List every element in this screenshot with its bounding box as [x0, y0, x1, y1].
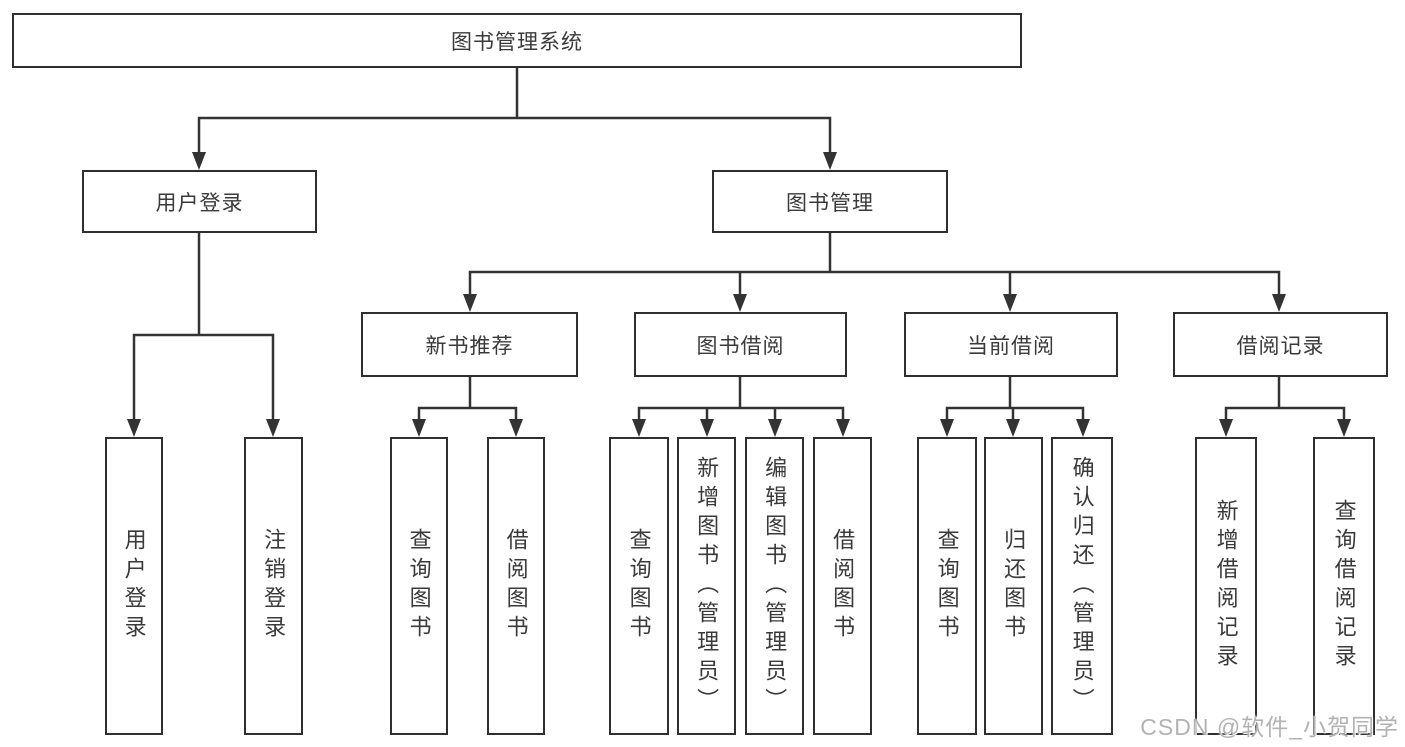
node-root: 图书管理系统 [12, 13, 1022, 68]
leaf-confirm-return-admin-label: 确认归还（管理员） [1069, 455, 1095, 717]
leaf-query-books-borrow: 查询图书 [609, 437, 669, 735]
node-user-login-label: 用户登录 [155, 191, 244, 215]
leaf-borrow-books-recommend: 借阅图书 [487, 437, 545, 735]
node-new-book-recommend: 新书推荐 [361, 312, 578, 377]
leaf-query-books-current-label: 查询图书 [934, 528, 960, 644]
leaf-confirm-return-admin: 确认归还（管理员） [1051, 437, 1113, 735]
leaf-add-book-admin-label: 新增图书（管理员） [694, 455, 720, 717]
leaf-query-books-current: 查询图书 [917, 437, 977, 735]
leaf-user-login: 用户登录 [105, 437, 163, 735]
node-book-borrow: 图书借阅 [634, 312, 847, 377]
node-root-label: 图书管理系统 [451, 30, 583, 54]
leaf-return-book: 归还图书 [984, 437, 1043, 735]
leaf-return-book-label: 归还图书 [1001, 528, 1027, 644]
leaf-logout: 注销登录 [244, 437, 303, 735]
watermark: CSDN @软件_小贺同学 [1140, 714, 1399, 740]
leaf-edit-book-admin-label: 编辑图书（管理员） [762, 455, 788, 717]
leaf-query-books-recommend: 查询图书 [390, 437, 448, 735]
leaf-query-books-recommend-label: 查询图书 [406, 528, 432, 644]
leaf-logout-label: 注销登录 [261, 528, 287, 644]
leaf-query-borrow-record: 查询借阅记录 [1313, 437, 1375, 735]
node-book-management-label: 图书管理 [786, 191, 874, 215]
leaf-edit-book-admin: 编辑图书（管理员） [745, 437, 804, 735]
node-current-borrow: 当前借阅 [904, 312, 1118, 377]
leaf-borrow-books: 借阅图书 [813, 437, 872, 735]
leaf-add-book-admin: 新增图书（管理员） [677, 437, 736, 735]
leaf-add-borrow-record: 新增借阅记录 [1195, 437, 1257, 735]
node-book-borrow-label: 图书借阅 [696, 334, 785, 358]
leaf-add-borrow-record-label: 新增借阅记录 [1213, 499, 1239, 673]
leaf-borrow-books-label: 借阅图书 [830, 528, 856, 644]
node-user-login: 用户登录 [82, 170, 317, 233]
node-borrow-records: 借阅记录 [1173, 312, 1388, 377]
leaf-query-books-borrow-label: 查询图书 [626, 528, 652, 644]
node-current-borrow-label: 当前借阅 [967, 334, 1055, 358]
node-new-book-recommend-label: 新书推荐 [425, 334, 514, 358]
leaf-user-login-label: 用户登录 [121, 528, 147, 644]
leaf-query-borrow-record-label: 查询借阅记录 [1331, 499, 1357, 673]
leaf-borrow-books-recommend-label: 借阅图书 [503, 528, 529, 644]
node-borrow-records-label: 借阅记录 [1236, 334, 1325, 358]
node-book-management: 图书管理 [712, 170, 948, 233]
